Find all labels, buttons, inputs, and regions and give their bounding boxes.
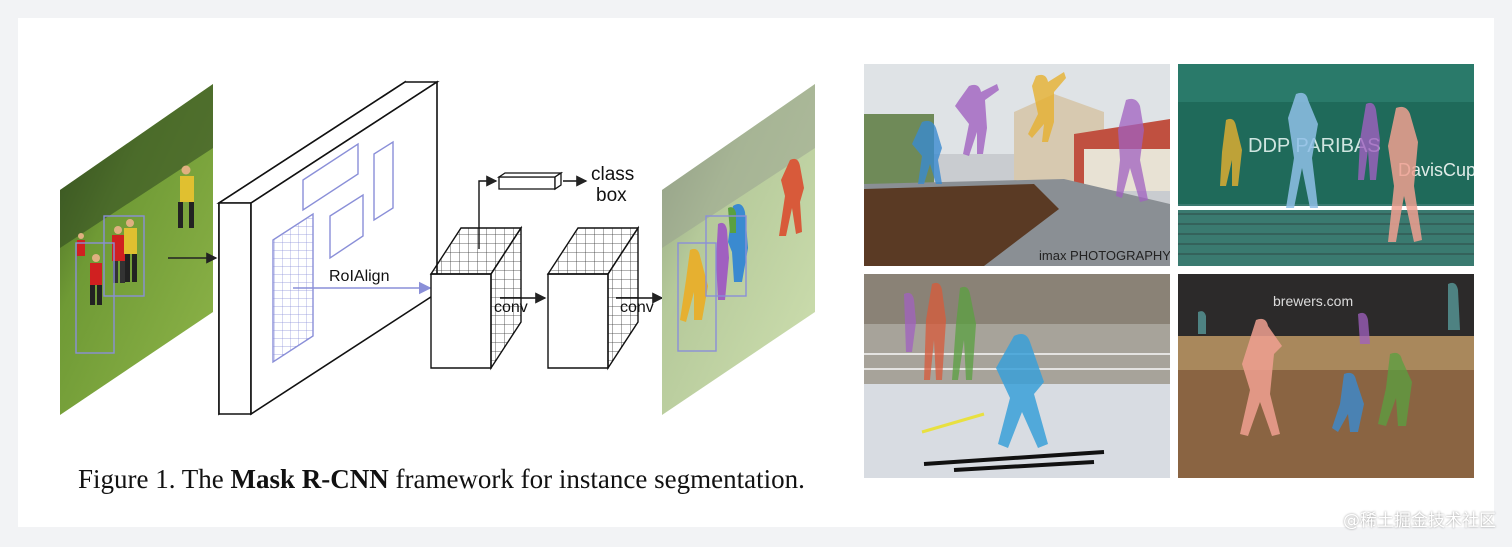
mask-rcnn-diagram: RoIAlign class box conv conv	[18, 18, 858, 448]
output-image	[662, 84, 815, 415]
photo-watermark: imax PHOTOGRAPHY	[1039, 248, 1170, 263]
conv-label-1: conv	[494, 299, 528, 316]
fc-layer	[499, 173, 561, 189]
caption-prefix: Figure 1. The	[78, 464, 230, 494]
caption-suffix: framework for instance segmentation.	[389, 464, 805, 494]
result-panel-tennis: DDP PARIBAS DavisCup	[1178, 64, 1474, 266]
person-mask	[1198, 311, 1206, 334]
class-label: class	[591, 164, 634, 185]
input-image	[60, 84, 213, 415]
conv-label-2: conv	[620, 299, 654, 316]
stadium-sign: brewers.com	[1273, 293, 1353, 309]
site-watermark: @稀土掘金技术社区	[1343, 506, 1496, 531]
figure-caption: Figure 1. The Mask R-CNN framework for i…	[78, 464, 805, 495]
result-panel-street: imax PHOTOGRAPHY	[864, 64, 1170, 266]
feature-map	[219, 82, 437, 414]
box-label: box	[596, 185, 627, 206]
result-panel-baseball: brewers.com	[1178, 274, 1474, 478]
figure-card: RoIAlign class box conv conv	[18, 18, 1494, 527]
result-panel-ski	[864, 274, 1170, 478]
roialign-label: RoIAlign	[329, 268, 389, 285]
caption-model-name: Mask R-CNN	[230, 464, 388, 494]
